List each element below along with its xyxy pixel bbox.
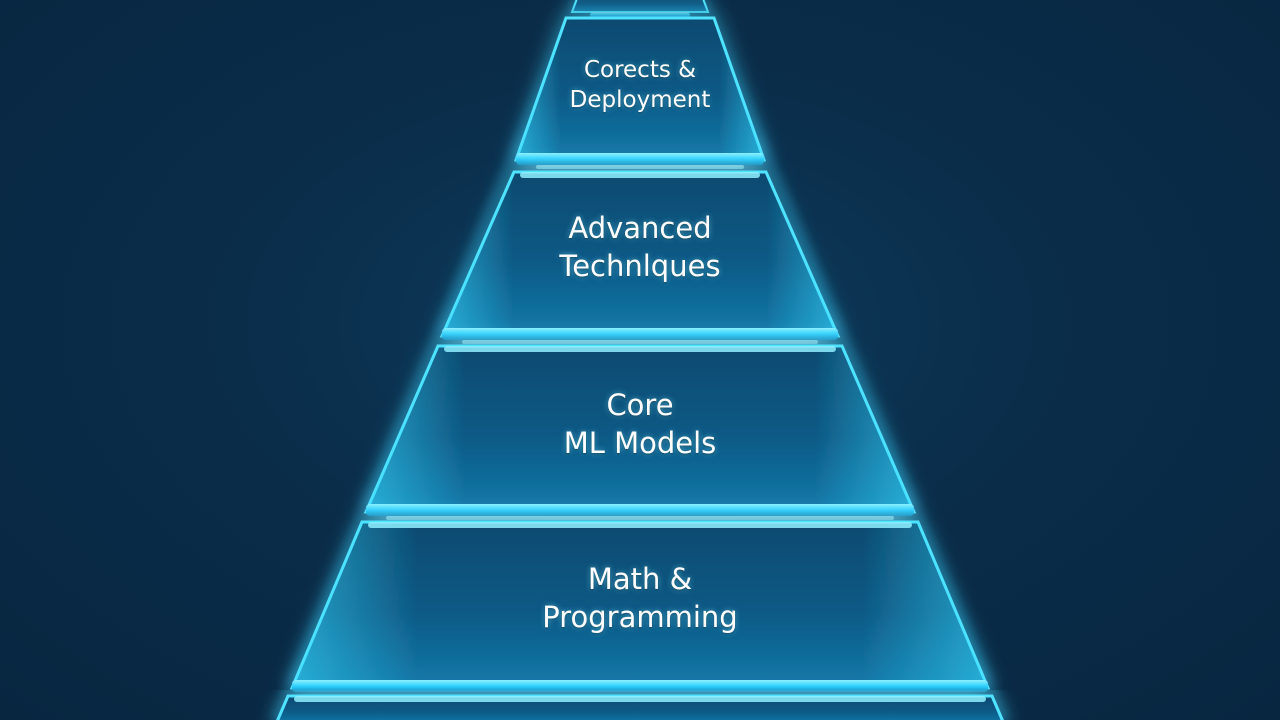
tier-4-label: Math & Programming xyxy=(0,561,1280,636)
tier-1-label: Corects & Deployment xyxy=(0,56,1280,116)
pyramid-tier-2 xyxy=(439,170,841,344)
tier-1-label-line-2: Deployment xyxy=(569,86,711,113)
pyramid-tier-1 xyxy=(513,16,767,169)
tier-3-label-line-2: ML Models xyxy=(563,425,717,460)
tier-1-light-band xyxy=(516,153,764,165)
tier-4-label-line-1: Math & xyxy=(587,562,693,596)
tier-4-light-band xyxy=(292,680,988,692)
tier-2-label-line-1: Advanced xyxy=(568,211,712,245)
tier-3-label-line-1: Core xyxy=(606,388,674,422)
tier-2-label: Advanced Technlques xyxy=(0,210,1280,285)
tier-2-light-band xyxy=(442,328,838,340)
tier-4-label-line-2: Programming xyxy=(542,599,738,634)
tier-1-label-line-1: Corects & xyxy=(583,57,697,83)
tier-3-light-band xyxy=(366,504,914,516)
pyramid-tier-5 xyxy=(276,694,1004,720)
tier-3-label: Core ML Models xyxy=(0,387,1280,462)
pyramid-cap xyxy=(570,0,710,18)
pyramid-tier-4 xyxy=(289,520,991,692)
tier-2-label-line-2: Technlques xyxy=(559,248,721,283)
pyramid-tier-3 xyxy=(363,344,917,520)
